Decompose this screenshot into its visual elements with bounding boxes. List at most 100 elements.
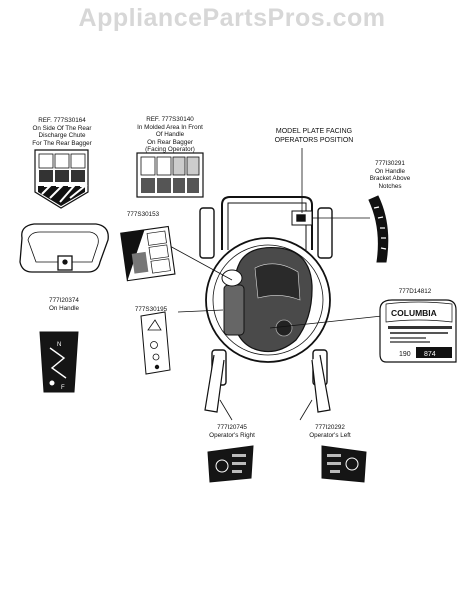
hazard-pictogram-icon	[157, 178, 171, 193]
grip-text-line	[232, 454, 246, 457]
rotation-icon	[215, 459, 229, 473]
right-grip-decal-body	[207, 445, 254, 483]
label-line: 777S30195	[134, 306, 168, 313]
label-left-grip-decal: 777I20292 Operator's Left	[300, 424, 360, 439]
warning-icon	[148, 244, 169, 260]
right-grip-arm	[311, 354, 331, 413]
label-line: On Rear Bagger	[147, 138, 193, 146]
rear-bagger-decal	[136, 152, 204, 198]
brand-decal: COLUMBIA 190 874	[379, 299, 457, 363]
deck-decal-153	[120, 225, 176, 282]
label-rear-chute-decal: REF. 777S30164 On Side Of The Rear Disch…	[28, 117, 96, 147]
leader-right-grip	[219, 399, 233, 421]
warning-icon	[146, 230, 167, 246]
dial-icon	[150, 341, 158, 349]
model-badge	[416, 347, 452, 358]
warning-icon	[172, 156, 186, 176]
bagger-frame	[19, 223, 109, 273]
model-number-b: 874	[424, 351, 436, 358]
chute-cover	[221, 269, 243, 287]
warning-icon	[186, 156, 200, 176]
hazard-pictogram-icon	[187, 178, 199, 193]
warning-icon	[54, 153, 70, 169]
left-grip-decal	[321, 445, 367, 483]
stripe-marks	[41, 185, 88, 203]
brand-text-line	[388, 326, 452, 329]
brand-text-line	[390, 337, 426, 339]
label-line: MODEL PLATE FACING	[275, 128, 353, 135]
label-model-plate: MODEL PLATE FACING OPERATORS POSITION	[268, 128, 360, 145]
label-line: REF. 777S30140	[146, 116, 194, 123]
handle-letter-f: F	[61, 385, 65, 391]
bagger-frame-inner	[27, 231, 99, 263]
hazard-stripes	[38, 186, 85, 206]
rear-chute-decal	[34, 149, 89, 209]
warning-icon	[150, 258, 171, 274]
indicator-dot	[49, 380, 55, 386]
label-line: Operator's Right	[209, 431, 255, 439]
grip-text-line	[327, 454, 341, 457]
rotation-icon	[345, 457, 359, 471]
label-line: OPERATORS POSITION	[274, 136, 354, 144]
label-line: In Molded Area In Front	[137, 123, 203, 131]
label-rear-bagger-decal: REF. 777S30140 In Molded Area In Front O…	[130, 116, 210, 154]
rear-right-wheel	[317, 207, 333, 259]
deck-decal-195-outline	[140, 311, 171, 375]
rear-left-wheel	[199, 207, 215, 259]
label-line: Operator's Left	[309, 431, 351, 439]
hazard-pictogram-icon	[71, 170, 85, 182]
label-line: 777D14812	[398, 288, 432, 295]
leader-lines	[167, 148, 383, 421]
leader-left-grip	[299, 399, 313, 421]
label-line: For The Rear Bagger	[32, 139, 92, 147]
label-line: Bracket Above	[369, 175, 411, 183]
left-grip-arm	[204, 354, 225, 413]
leader-deck-decal-153	[167, 244, 233, 281]
dial-icon	[152, 353, 160, 361]
label-line: 777I30291	[375, 160, 405, 167]
gear-path-icon	[49, 347, 67, 379]
brand-text-line	[390, 341, 430, 343]
model-plate-mark	[296, 214, 306, 222]
label-line: (Facing Operator)	[145, 146, 195, 154]
handle-decal	[39, 331, 79, 393]
mower-illustration	[199, 196, 333, 413]
rear-bagger-frame	[19, 223, 109, 273]
label-line: Of Handle	[155, 131, 185, 139]
hazard-pictogram-icon	[141, 178, 155, 193]
hazard-pictogram-icon	[173, 178, 185, 193]
label-line: Notches	[378, 182, 402, 190]
grip-text-line	[330, 470, 340, 473]
watermark: AppliancePartsPros.com	[78, 4, 386, 32]
right-grip-decal	[207, 445, 254, 483]
handle-letter-n: N	[57, 342, 61, 348]
logo-banner	[385, 301, 453, 323]
label-brand-decal: 777D14812	[390, 288, 440, 296]
muffler	[223, 284, 245, 336]
brand-logo: COLUMBIA	[391, 308, 437, 318]
handle-loop	[221, 196, 313, 250]
grip-text-line	[327, 462, 341, 465]
warning-triangle-icon	[147, 319, 162, 331]
brand-text-line	[390, 332, 448, 334]
label-handle-decal: 777I20374 On Handle	[36, 297, 92, 312]
label-handle-bracket-decal: 777I30291 On Handle Bracket Above Notche…	[360, 160, 420, 190]
label-right-grip-decal: 777I20745 Operator's Right	[202, 424, 262, 439]
engine-shroud	[254, 263, 301, 301]
notch-marks	[373, 206, 387, 250]
warning-icon	[140, 156, 156, 176]
label-line: 777I20374	[49, 297, 79, 304]
label-line: 777I20292	[315, 424, 345, 431]
label-line: 777I20745	[217, 424, 247, 431]
deck-inner-rim	[212, 244, 324, 356]
grip-text-line	[232, 462, 246, 465]
handle-clip-bolt	[62, 259, 68, 265]
label-line: 777S30153	[126, 211, 160, 218]
handle-bracket-decal-body	[368, 195, 389, 263]
hazard-pictogram-icon	[55, 170, 69, 182]
model-number-a: 190	[399, 351, 411, 358]
label-line: REF. 777S30164	[38, 117, 86, 124]
label-line: On Handle	[374, 167, 406, 175]
label-line: On Side Of The Rear	[32, 124, 92, 132]
